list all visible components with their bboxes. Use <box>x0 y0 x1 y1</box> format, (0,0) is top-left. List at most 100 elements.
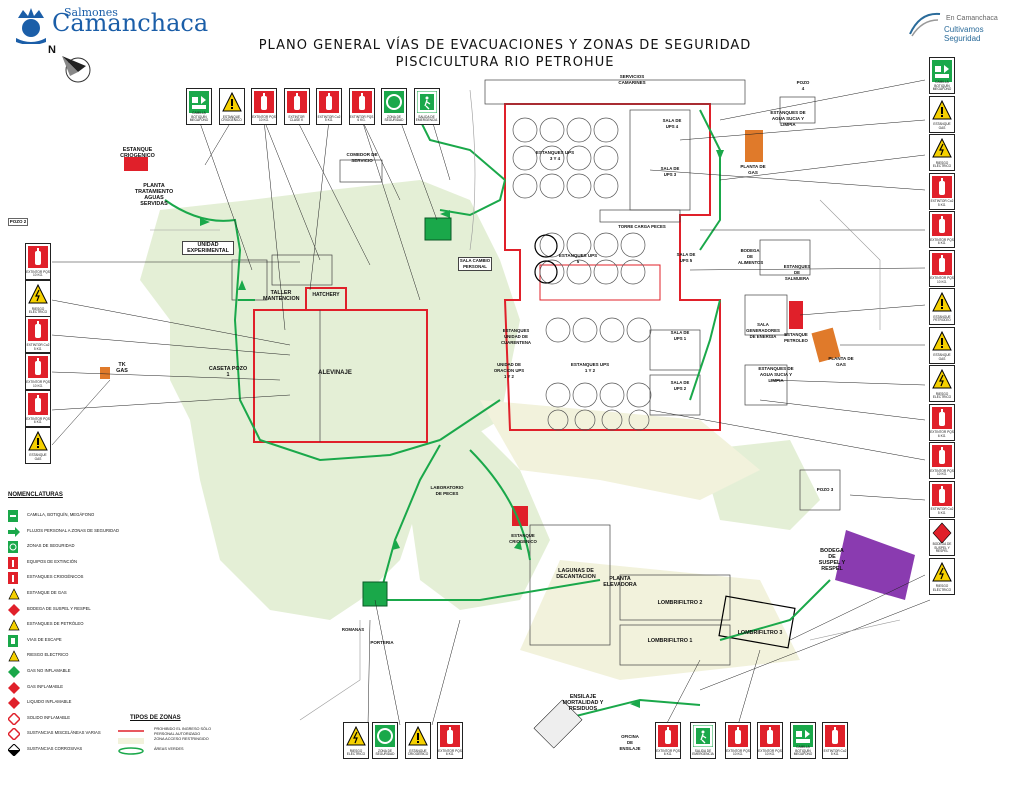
top-icon-box-0: CAMILLA BOTIQUÍN MEGÁFONO <box>186 88 212 125</box>
label-unidad-cuarentena: ESTANQUES UNIDAD DE CUARENTENA <box>500 328 532 345</box>
right-icon-caption: RIESGO ELÉCTRICO <box>932 160 952 169</box>
electric-hazard-icon <box>346 725 366 746</box>
first-aid-icon <box>189 91 209 113</box>
nomenclature-label: CAMILLA, BOTIQUÍN, MEGÁFONO <box>27 512 95 517</box>
left-icon-box-1: RIESGO ELÉCTRICO <box>25 279 51 317</box>
right-icon-caption: EXTINTOR PQS 10 KG. <box>930 276 954 284</box>
evac-arrows <box>200 150 724 708</box>
bottom-icon-box-1: ZONA DE SEGURIDAD <box>372 722 398 759</box>
label-lombrifiltro-2: LOMBRIFILTRO 2 <box>657 600 703 606</box>
bottom-icon-box-6: EXTINTOR PQS 10 KG. <box>725 722 751 759</box>
label-comedor: COMEDOR DE SERVICIO <box>346 152 378 163</box>
nomenclature-item: CAMILLA, BOTIQUÍN, MEGÁFONO <box>8 510 138 522</box>
label-torre: TORRE CARGA PECES <box>618 224 666 229</box>
nomenclature-symbol-icon <box>8 572 18 585</box>
fire-extinguisher-icon <box>728 725 748 747</box>
nomenclature-symbol-icon <box>8 697 20 710</box>
label-sala-ups4: SALA DE UPS 4 <box>662 118 682 129</box>
north-label: N <box>48 44 56 56</box>
safety-zone-icon <box>384 91 404 113</box>
nomenclature-item: BODEGA DE SUSPEL Y RESPEL <box>8 603 138 616</box>
hazmat-diamond-icon <box>932 522 952 544</box>
left-icon-caption: EXTINTOR PQS 10 KG. <box>26 269 50 278</box>
first-aid-icon <box>932 60 952 82</box>
bottom-icon-box-7: EXTINTOR PQS 10 KG. <box>757 722 783 759</box>
warning-icon <box>932 99 952 119</box>
first-aid-icon <box>793 725 813 747</box>
safety-slogan-logo: En Camanchaca Cultivamos Seguridad <box>906 8 1006 43</box>
nomenclature-label: SUSTANCIAS MISCELÁNEAS VARIAS <box>27 730 101 736</box>
label-pozo3: POZO 3 <box>816 487 834 492</box>
label-sala-ups2: SALA DE UPS 2 <box>670 380 690 391</box>
zone-type-item: PROHIBIDO EL INGRESO SÓLO PERSONAL AUTOR… <box>118 727 228 737</box>
zone-type-swatch-icon <box>118 747 144 755</box>
nomenclature-item: GAS INFLAMABLE <box>8 681 138 694</box>
nomenclature-label: FLUJOS PERSONAL A ZONAS DE SEGURIDAD <box>27 527 119 533</box>
top-icon-caption: ESTANQUE CRIOGÉNICO <box>221 114 242 123</box>
right-icon-caption: RIESGO ELÉCTRICO <box>932 584 952 592</box>
nomenclature-item: VIAS DE ESCAPE <box>8 634 138 647</box>
label-estanques-agua-top: ESTANQUES DE AGUA SUCIA Y LIMPIA <box>770 110 806 127</box>
fire-extinguisher-icon <box>825 725 845 747</box>
nomenclature-title: NOMENCLATURAS <box>8 492 63 498</box>
right-icon-caption: RIESGO ELÉCTRICO <box>932 391 952 400</box>
nomenclature-symbol-icon <box>8 712 20 725</box>
hazards-on-map <box>100 130 915 749</box>
label-planta-tratamiento: PLANTA TRATAMIENTO AGUAS SERVIDAS <box>134 183 174 207</box>
fire-extinguisher-icon <box>28 246 48 268</box>
label-sala-generadores: SALA GENERADORES DE ENERGIA <box>746 322 780 339</box>
bottom-icon-box-3: EXTINTOR PQS 6 KG. <box>437 722 463 759</box>
top-icon-box-2: EXTINTOR PQS 10 KG. <box>251 88 277 125</box>
label-lombrifiltro-1: LOMBRIFILTRO 1 <box>647 638 693 644</box>
warning-icon <box>932 330 952 350</box>
zone-types-legend: TIPOS DE ZONAS PROHIBIDO EL INGRESO SÓLO… <box>118 715 228 755</box>
label-unidad-experimental: UNIDAD EXPERIMENTAL <box>182 241 234 255</box>
nomenclature-symbol-icon <box>8 650 20 662</box>
fire-extinguisher-icon <box>760 725 780 747</box>
label-pozo2: POZO 2 <box>8 218 28 226</box>
emergency-exit-icon <box>416 91 437 113</box>
label-estanques-agua-mid: ESTANQUES DE AGUA SUCIA Y LIMPIA <box>758 366 794 383</box>
label-laboratorio: LABORATORIO DE PECES <box>430 485 464 496</box>
leader-lines <box>51 79 931 726</box>
label-alevinaje: ALEVINAJE <box>318 370 352 376</box>
right-icon-box-4: EXTINTOR PQS 6 KG. <box>929 211 955 248</box>
label-planta-gas-top: PLANTA DE GAS <box>740 164 766 175</box>
fire-extinguisher-icon <box>932 252 952 275</box>
nomenclature-label: GAS NO INFLAMABLE <box>27 668 71 673</box>
label-estanques-ups12: ESTANQUES UPS 1 Y 2 <box>570 362 610 373</box>
label-taller: TALLER MANTENCION <box>263 290 300 302</box>
slogan-line1: En Camanchaca <box>946 15 998 22</box>
fire-extinguisher-icon <box>28 319 48 342</box>
building-outlines <box>231 79 841 666</box>
map-subtitle: PISCICULTURA RIO PETROHUE <box>395 55 615 70</box>
left-icon-box-0: EXTINTOR PQS 10 KG. <box>25 243 51 280</box>
top-icon-box-4: EXTINTOR Co2 5 KG. <box>316 88 342 125</box>
nomenclature-symbol-icon <box>8 556 18 569</box>
label-caseta: CASETA POZO 1 <box>208 366 248 378</box>
bottom-icon-box-5: SALIDA DE EMERGENCIA <box>690 722 716 759</box>
fire-extinguisher-icon <box>440 725 460 747</box>
perimeter-roads <box>150 89 901 721</box>
warning-icon <box>408 725 428 746</box>
right-icon-caption: EXTINTOR Co2 5 KG. <box>930 199 954 207</box>
compass-icon <box>62 56 91 83</box>
electric-hazard-icon <box>932 137 952 158</box>
fire-extinguisher-icon <box>932 483 952 506</box>
right-icon-box-5: EXTINTOR PQS 10 KG. <box>929 249 955 287</box>
label-bodega-suspel: BODEGA DE SUSPEL Y RESPEL <box>818 548 846 572</box>
crown-logo-icon <box>16 8 46 44</box>
right-icon-box-9: EXTINTOR PQS 6 KG. <box>929 403 955 441</box>
nomenclature-legend: NOMENCLATURAS CAMILLA, BOTIQUÍN, MEGÁFON… <box>8 492 128 756</box>
nomenclature-label: GAS INFLAMABLE <box>27 683 64 689</box>
right-icon-box-7: ESTANQUE GAS <box>929 326 955 364</box>
label-lagunas: LAGUNAS DE DECANTACION <box>556 568 596 580</box>
tanks-ups12 <box>545 317 652 431</box>
right-icon-box-13: RIESGO ELÉCTRICO <box>929 557 955 595</box>
nomenclature-symbol-icon <box>8 541 18 554</box>
left-icon-caption: RIESGO ELÉCTRICO <box>28 306 48 315</box>
bottom-icon-box-8: CAMILLA BOTIQUÍN MEGÁFONO <box>790 722 816 759</box>
top-icon-box-7: SALIDA DE EMERGENCIA <box>413 88 440 125</box>
electric-hazard-icon <box>932 368 952 389</box>
fire-extinguisher-icon <box>932 175 952 198</box>
